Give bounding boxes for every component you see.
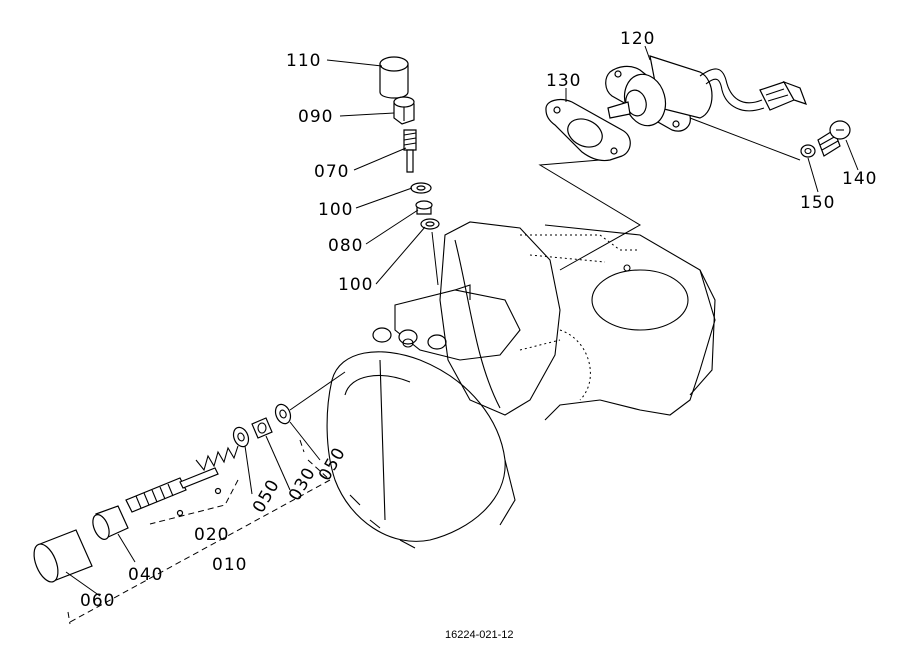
callout-050-b: 050 [315,444,350,485]
callout-140: 140 [842,169,877,189]
part-110-cap [379,56,409,99]
callout-040: 040 [128,565,163,585]
part-050-washer-b [274,403,292,425]
part-100-washer-lower [420,218,440,230]
part-060-cap [33,529,93,583]
part-030-nut [251,417,273,439]
callout-070: 070 [314,162,349,182]
callout-010: 010 [212,555,247,575]
part-130-gasket [545,99,631,162]
part-100-washer-upper [410,182,432,194]
part-050-washer-a [232,426,250,448]
leader-lines [65,45,859,597]
part-020-adjust-screw [125,445,239,517]
callout-020: 020 [194,525,229,545]
part-120-solenoid [605,55,808,132]
part-150-washer [800,144,816,158]
callout-050-a: 050 [249,476,284,517]
callout-120: 120 [620,29,655,49]
callout-130: 130 [546,71,581,91]
part-080-nut [415,200,433,215]
engine-housing [326,221,716,549]
part-040-nut [92,505,129,540]
callout-060: 060 [80,591,115,611]
callout-150: 150 [800,193,835,213]
callout-100-upper: 100 [318,200,353,220]
callout-100-lower: 100 [338,275,373,295]
callout-030: 030 [285,464,320,505]
top-parts-stack [379,56,440,286]
part-070-screw [403,129,417,173]
drawing-code: 16224-021-12 [445,629,514,641]
part-090-nut [393,96,415,125]
callout-110: 110 [286,51,321,71]
part-140-bolt [817,120,851,157]
callout-080: 080 [328,236,363,256]
callout-090: 090 [298,107,333,127]
